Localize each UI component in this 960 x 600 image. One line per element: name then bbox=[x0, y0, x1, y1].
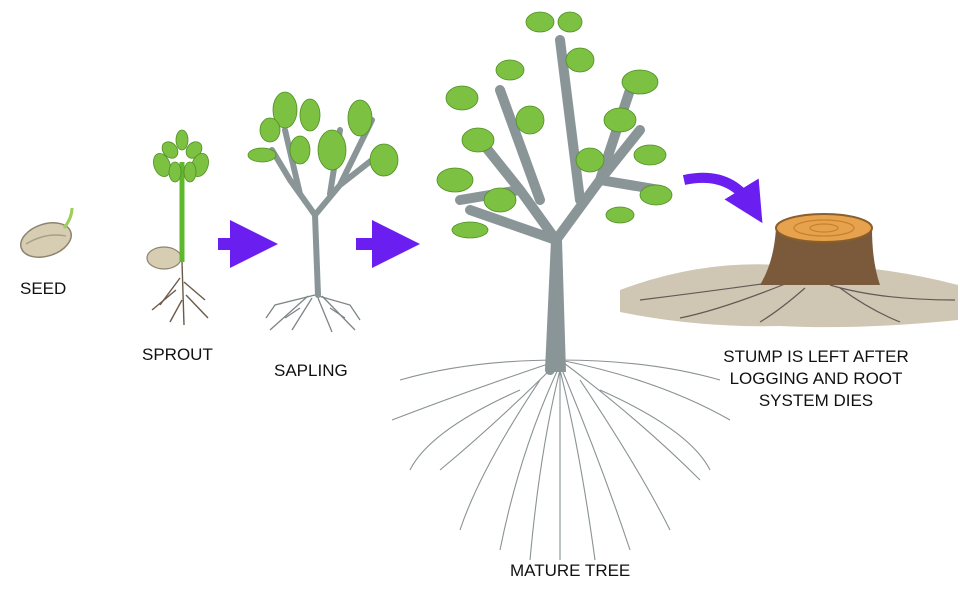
stump-label-line-2: LOGGING AND ROOT bbox=[729, 369, 903, 388]
stump-icon bbox=[620, 213, 958, 328]
sprout-label: SPROUT bbox=[142, 345, 213, 364]
stump-label: STUMP IS LEFT AFTER LOGGING AND ROOT SYS… bbox=[716, 346, 916, 412]
stump-label-line-3: SYSTEM DIES bbox=[758, 391, 874, 410]
sapling-label: SAPLING bbox=[274, 361, 348, 380]
sprout-icon bbox=[146, 129, 209, 326]
mature-tree-icon bbox=[391, 11, 731, 561]
stump-label-line-1: STUMP IS LEFT AFTER bbox=[723, 347, 909, 366]
sapling-icon bbox=[247, 91, 399, 333]
seed-label: SEED bbox=[20, 279, 67, 298]
seed-icon bbox=[20, 207, 74, 258]
curved-arrow-icon bbox=[682, 172, 763, 224]
mature-tree-label: MATURE TREE bbox=[510, 561, 631, 580]
